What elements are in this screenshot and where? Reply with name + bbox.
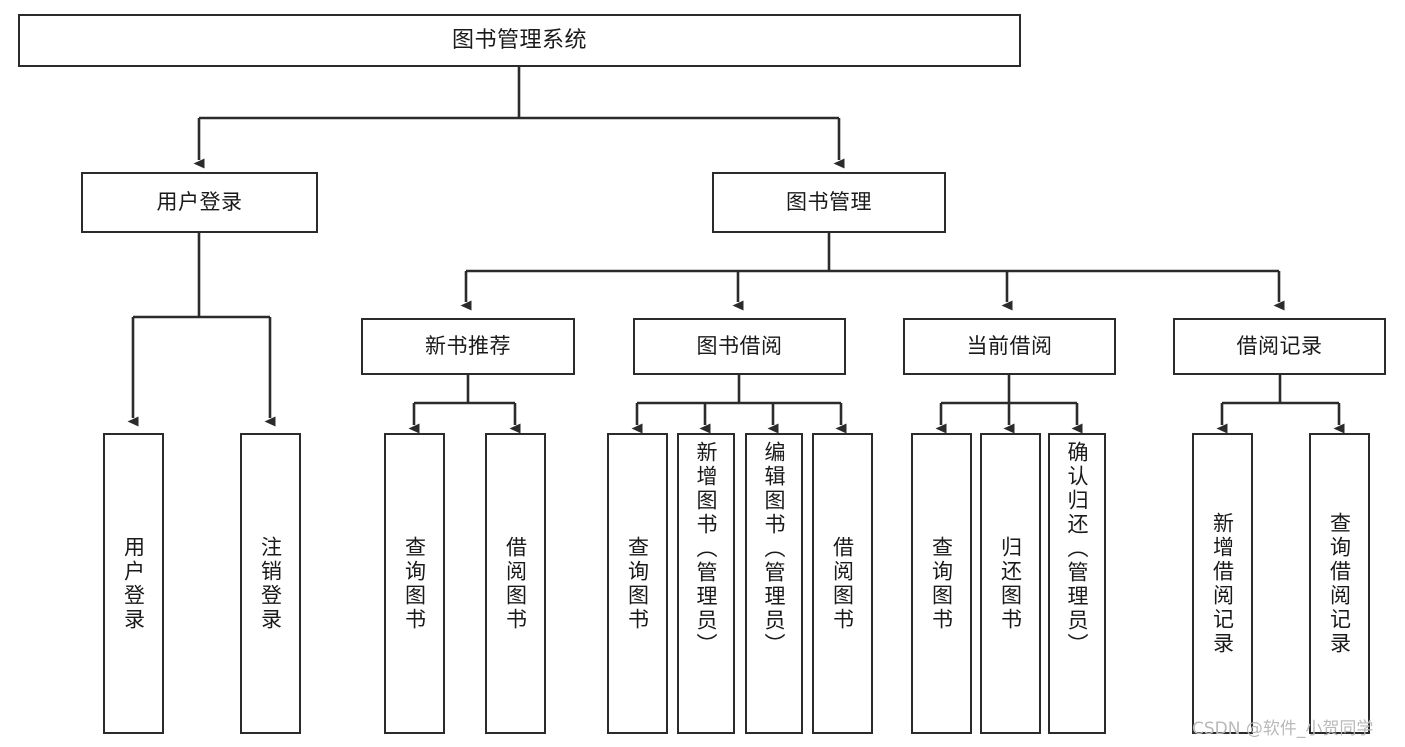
node-user-login-label: 用户登录 xyxy=(156,189,243,214)
leaf-borrow-borrow-book[interactable]: 借阅图书 xyxy=(812,433,873,734)
leaf-borrow-edit-book-label: 编辑图书（管理员） xyxy=(762,441,787,657)
leaf-current-confirm-return-label: 确认归还（管理员） xyxy=(1065,441,1090,657)
leaf-record-add-record[interactable]: 新增借阅记录 xyxy=(1192,433,1253,734)
leaf-borrow-query-book[interactable]: 查询图书 xyxy=(607,433,668,734)
leaf-borrow-borrow-book-label: 借阅图书 xyxy=(830,535,855,632)
leaf-current-confirm-return[interactable]: 确认归还（管理员） xyxy=(1048,433,1106,734)
leaf-user-login-logout[interactable]: 注销登录 xyxy=(240,433,301,734)
leaf-record-query-record-label: 查询借阅记录 xyxy=(1327,511,1352,656)
leaf-current-return-book-label: 归还图书 xyxy=(998,535,1023,632)
watermark-csdn: CSDN @软件_小贺同学 xyxy=(1192,714,1373,739)
leaf-borrow-add-book[interactable]: 新增图书（管理员） xyxy=(677,433,735,734)
node-new-book-recommend-label: 新书推荐 xyxy=(425,333,511,358)
leaf-user-login-login[interactable]: 用户登录 xyxy=(103,433,164,734)
leaf-new-book-borrow-label: 借阅图书 xyxy=(503,535,528,632)
node-new-book-recommend[interactable]: 新书推荐 xyxy=(361,318,575,375)
leaf-current-query-book[interactable]: 查询图书 xyxy=(911,433,972,734)
node-root-label: 图书管理系统 xyxy=(451,27,587,53)
watermark-text: CSDN @软件_小贺同学 xyxy=(1192,719,1374,739)
leaf-new-book-query[interactable]: 查询图书 xyxy=(384,433,445,734)
node-borrow-record[interactable]: 借阅记录 xyxy=(1173,318,1386,375)
node-book-management-label: 图书管理 xyxy=(786,189,872,214)
leaf-user-login-logout-label: 注销登录 xyxy=(258,535,283,632)
node-user-login[interactable]: 用户登录 xyxy=(81,172,318,233)
leaf-borrow-query-book-label: 查询图书 xyxy=(625,535,650,632)
leaf-new-book-borrow[interactable]: 借阅图书 xyxy=(485,433,546,734)
leaf-borrow-edit-book[interactable]: 编辑图书（管理员） xyxy=(745,433,803,734)
leaf-record-add-record-label: 新增借阅记录 xyxy=(1210,511,1235,656)
node-current-borrow[interactable]: 当前借阅 xyxy=(903,318,1116,375)
leaf-new-book-query-label: 查询图书 xyxy=(402,535,427,632)
node-book-borrow-label: 图书借阅 xyxy=(696,333,783,358)
leaf-borrow-add-book-label: 新增图书（管理员） xyxy=(694,441,719,657)
leaf-current-query-book-label: 查询图书 xyxy=(929,535,954,632)
node-root[interactable]: 图书管理系统 xyxy=(18,14,1021,67)
leaf-user-login-login-label: 用户登录 xyxy=(121,535,146,632)
node-borrow-record-label: 借阅记录 xyxy=(1236,333,1323,358)
leaf-record-query-record[interactable]: 查询借阅记录 xyxy=(1309,433,1370,734)
leaf-current-return-book[interactable]: 归还图书 xyxy=(980,433,1041,734)
node-book-borrow[interactable]: 图书借阅 xyxy=(633,318,846,375)
node-book-management[interactable]: 图书管理 xyxy=(712,172,946,233)
node-current-borrow-label: 当前借阅 xyxy=(966,333,1053,358)
